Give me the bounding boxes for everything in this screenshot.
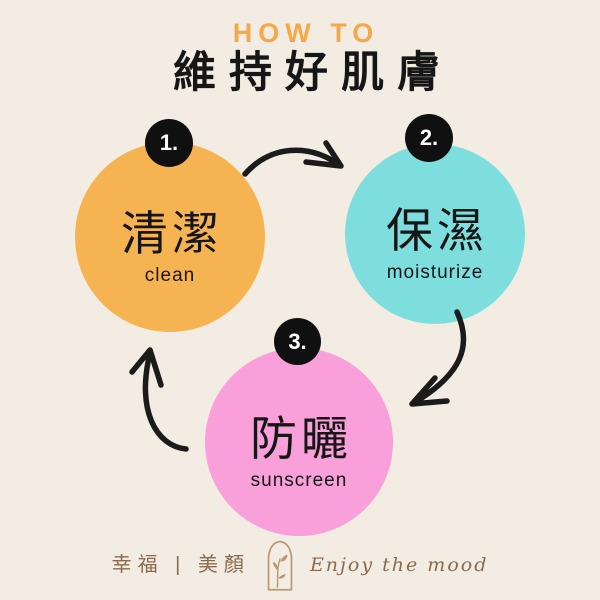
arch-branch-logo-icon: [267, 540, 293, 591]
step-subtitle-en: moisturize: [386, 261, 484, 283]
step-badge-2: 2.: [405, 114, 453, 162]
step-subtitle-en: sunscreen: [250, 469, 348, 491]
step-subtitle-en: clean: [144, 264, 196, 286]
step-circle-moisturize-content: 保濕 moisturize: [382, 207, 488, 282]
step-title-zh: 保濕: [386, 203, 488, 257]
step-circle-clean-content: 清潔 clean: [117, 210, 223, 285]
step-badge-3: 3.: [274, 318, 321, 365]
brand-name-zh: 幸福 | 美顏: [111, 554, 250, 576]
step-circle-sunscreen: 防曬 sunscreen: [205, 348, 393, 536]
arrow-step3-to-step1-icon: [129, 347, 189, 452]
step-circle-sunscreen-content: 防曬 sunscreen: [246, 415, 352, 490]
step-badge-1: 1.: [145, 119, 193, 167]
brand-slogan-en: Enjoy the mood: [309, 553, 489, 576]
step-circle-clean: 清潔 clean: [75, 142, 265, 332]
arrow-step2-to-step3-icon: [409, 309, 467, 407]
arrow-step1-to-step2-icon: [242, 140, 344, 177]
step-circle-moisturize: 保濕 moisturize: [345, 144, 525, 324]
header-eyebrow: HOW TO: [232, 18, 380, 48]
footer-brand: 幸福 | 美顏 Enjoy the mood: [0, 535, 600, 595]
step-title-zh: 防曬: [250, 411, 352, 465]
page-title: 維持好肌膚: [173, 49, 453, 97]
step-title-zh: 清潔: [121, 206, 223, 260]
